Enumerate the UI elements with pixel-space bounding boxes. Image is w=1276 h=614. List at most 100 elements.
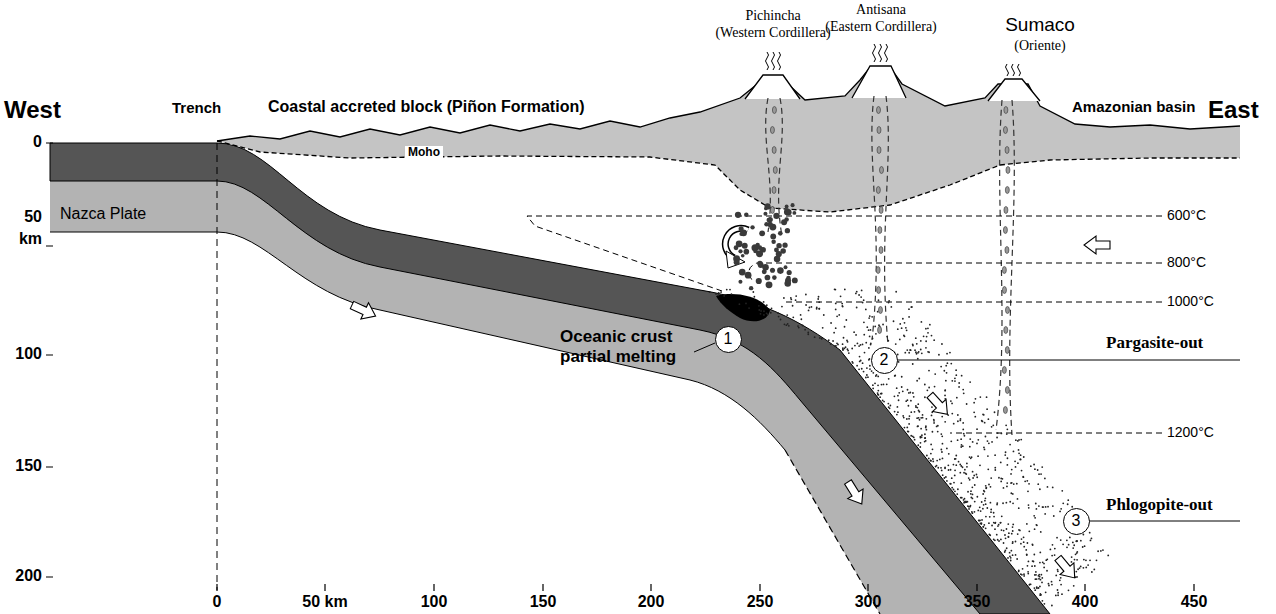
stipple-dot: [925, 347, 927, 349]
stipple-dot: [1028, 504, 1030, 506]
stipple-dot: [869, 368, 871, 370]
plume-line: [879, 44, 882, 62]
stipple-dot: [715, 293, 717, 295]
stipple-dot: [856, 291, 858, 293]
temperature-label: 800°C: [1167, 254, 1206, 270]
stipple-dot: [851, 348, 853, 350]
stipple-dot: [1021, 574, 1023, 576]
stipple-dot: [993, 516, 995, 518]
stipple-dot: [1021, 538, 1023, 540]
stipple-dot: [856, 307, 858, 309]
conduit: [885, 96, 889, 345]
stipple-dot: [792, 305, 794, 307]
stipple-dot: [1066, 539, 1068, 541]
volcano-name: Pichincha: [745, 8, 800, 24]
stipple-dot: [930, 453, 932, 455]
stipple-dot: [1071, 556, 1073, 558]
plume-line: [778, 52, 781, 70]
stipple-dot: [904, 427, 906, 429]
stipple-dot: [978, 520, 980, 522]
stipple-dot: [877, 392, 879, 394]
stipple-dot: [911, 306, 913, 308]
stipple-dot: [1042, 506, 1044, 508]
stipple-dot: [934, 373, 936, 375]
stipple-dot: [844, 348, 846, 350]
phase-label: Pargasite-out: [1106, 333, 1203, 353]
stipple-dot: [931, 406, 933, 408]
stipple-dot: [915, 337, 917, 339]
stipple-dot: [767, 314, 769, 316]
stipple-dot: [973, 475, 975, 477]
phase-label: Phlogopite-out: [1106, 495, 1213, 515]
stipple-dot: [847, 348, 849, 350]
axis-label: 50 km: [302, 593, 347, 611]
stipple-dot: [1036, 578, 1038, 580]
melt-zone: [716, 294, 770, 321]
melt-droplet: [1004, 207, 1008, 214]
stipple-dot: [958, 382, 960, 384]
stipple-dot: [927, 327, 929, 329]
stipple-dot: [984, 500, 986, 502]
stipple-dot: [998, 477, 1000, 479]
stipple-dot: [739, 303, 741, 305]
stipple-dot: [920, 349, 922, 351]
stipple-dot: [1019, 530, 1021, 532]
flow-arrow: [923, 389, 954, 420]
stipple-dot: [982, 413, 984, 415]
stipple-dot: [1057, 589, 1059, 591]
stipple-dot: [1057, 594, 1059, 596]
stipple-dot: [1015, 541, 1017, 543]
stipple-dot: [972, 441, 974, 443]
stipple-dot: [1054, 548, 1056, 550]
stipple-dot: [997, 525, 999, 527]
stipple-dot: [919, 446, 921, 448]
stipple-dot: [1083, 559, 1085, 561]
stipple-dot: [766, 304, 768, 306]
stipple-dot: [838, 314, 840, 316]
stipple-dot: [1029, 583, 1031, 585]
melt-droplet: [1003, 127, 1007, 134]
stipple-dot: [1041, 600, 1043, 602]
stipple-dot: [980, 523, 982, 525]
stipple-dot: [1051, 584, 1053, 586]
stipple-dot: [902, 390, 904, 392]
stipple-dot: [931, 415, 933, 417]
stipple-dot: [861, 290, 863, 292]
stipple-dot: [863, 299, 865, 301]
stipple-dot: [1079, 567, 1081, 569]
stipple-dot: [991, 426, 993, 428]
stipple-dot: [1037, 469, 1039, 471]
stipple-dot: [872, 338, 874, 340]
stipple-dot: [930, 460, 932, 462]
stipple-dot: [1055, 575, 1057, 577]
stipple-dot: [1041, 577, 1043, 579]
stipple-dot: [910, 349, 912, 351]
stipple-dot: [965, 473, 967, 475]
stipple-dot: [915, 405, 917, 407]
stipple-dot: [985, 497, 987, 499]
stipple-dot: [842, 349, 844, 351]
stipple-dot: [1028, 561, 1030, 563]
stipple-dot: [864, 352, 866, 354]
stipple-dot: [835, 327, 837, 329]
callout-circle: 2: [871, 347, 898, 374]
stipple-dot: [1012, 554, 1014, 556]
stipple-dot: [860, 360, 862, 362]
melt-droplet: [878, 227, 882, 234]
stipple-dot: [1089, 532, 1091, 534]
stipple-dot: [955, 374, 957, 376]
flow-arrow: [840, 477, 869, 509]
stipple-dot: [963, 502, 965, 504]
stipple-dot: [908, 316, 910, 318]
stipple-dot: [1033, 464, 1035, 466]
stipple-dot: [869, 315, 871, 317]
stipple-dot: [1072, 542, 1074, 544]
stipple-dot: [926, 455, 928, 457]
melt-droplet: [876, 107, 880, 114]
stipple-dot: [1075, 540, 1077, 542]
stipple-dot: [797, 325, 799, 327]
stipple-dot: [944, 394, 946, 396]
stipple-dot: [1089, 559, 1091, 561]
stipple-dot: [1033, 554, 1035, 556]
volcano-name: Sumaco: [1005, 14, 1075, 36]
